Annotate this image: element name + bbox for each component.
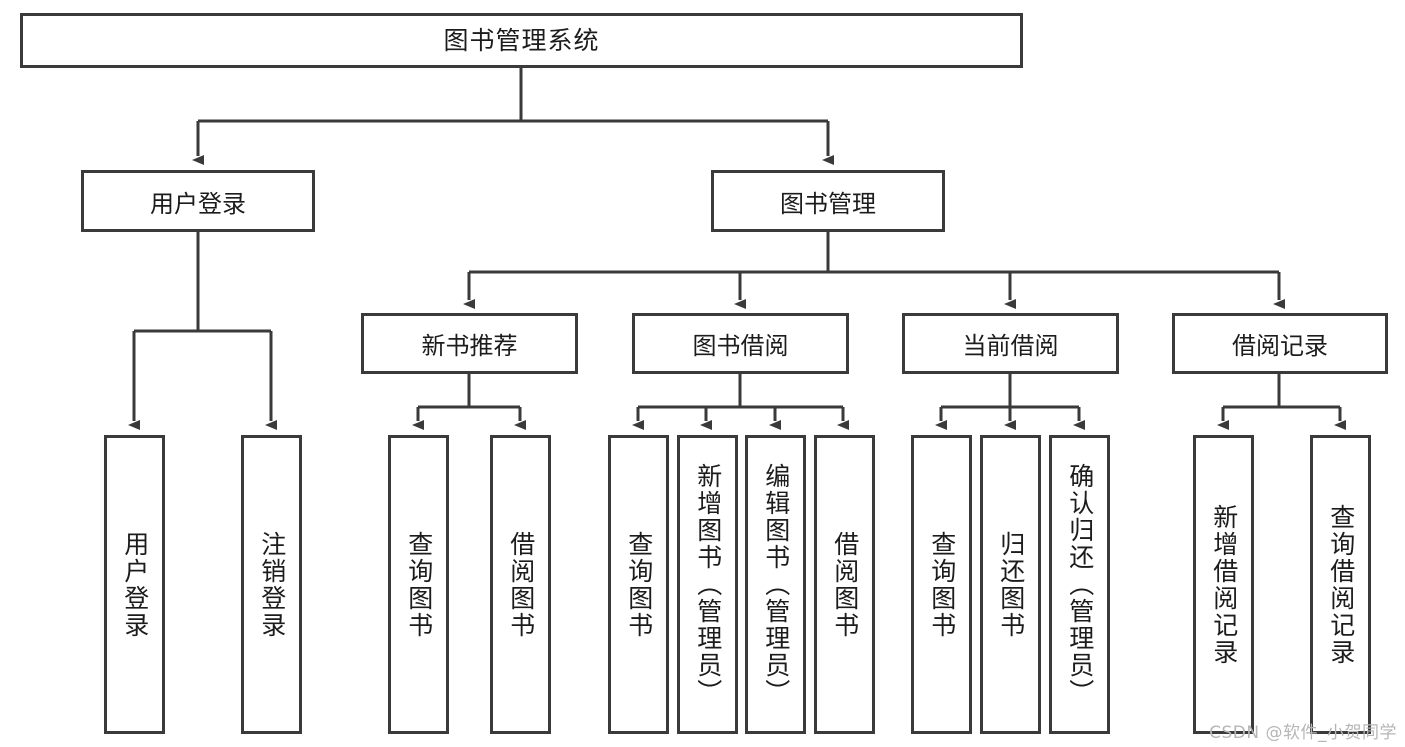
leaf-current-borrow-2[interactable]: 归还图书 (980, 435, 1041, 734)
leaf-label: 借阅图书 (506, 530, 536, 639)
node-borrow-record-label: 借阅记录 (1232, 332, 1328, 360)
node-book-manage[interactable]: 图书管理 (711, 170, 945, 232)
node-current-borrow[interactable]: 当前借阅 (902, 313, 1119, 374)
leaf-book-borrow-2[interactable]: 新增图书（管理员） (677, 435, 738, 734)
leaf-label: 查询图书 (624, 530, 654, 639)
node-book-manage-label: 图书管理 (780, 189, 876, 218)
leaf-user-login-2[interactable]: 注销登录 (241, 435, 302, 734)
leaf-label: 查询图书 (927, 530, 957, 639)
node-root-label: 图书管理系统 (443, 25, 600, 55)
node-borrow-record[interactable]: 借阅记录 (1172, 313, 1388, 374)
leaf-new-book-1[interactable]: 查询图书 (388, 435, 449, 734)
leaf-label: 确认归还（管理员） (1065, 463, 1095, 706)
leaf-book-borrow-1[interactable]: 查询图书 (608, 435, 669, 734)
leaf-label: 查询借阅记录 (1326, 503, 1356, 666)
node-root[interactable]: 图书管理系统 (20, 13, 1023, 68)
leaf-user-login-1[interactable]: 用户登录 (104, 435, 165, 734)
leaf-borrow-record-1[interactable]: 新增借阅记录 (1193, 435, 1254, 734)
node-book-borrow[interactable]: 图书借阅 (632, 313, 849, 374)
node-user-login[interactable]: 用户登录 (81, 170, 315, 232)
leaf-book-borrow-3[interactable]: 编辑图书（管理员） (745, 435, 806, 734)
leaf-label: 新增图书（管理员） (693, 463, 723, 706)
leaf-book-borrow-4[interactable]: 借阅图书 (814, 435, 875, 734)
node-new-book-recommend-label: 新书推荐 (421, 332, 518, 360)
leaf-label: 借阅图书 (830, 530, 860, 639)
leaf-label: 查询图书 (404, 530, 434, 639)
leaf-label: 归还图书 (996, 530, 1026, 639)
leaf-borrow-record-2[interactable]: 查询借阅记录 (1310, 435, 1371, 734)
node-book-borrow-label: 图书借阅 (692, 332, 789, 360)
leaf-new-book-2[interactable]: 借阅图书 (490, 435, 551, 734)
node-user-login-label: 用户登录 (150, 189, 246, 218)
leaf-current-borrow-1[interactable]: 查询图书 (911, 435, 972, 734)
leaf-label: 编辑图书（管理员） (761, 463, 791, 706)
leaf-current-borrow-3[interactable]: 确认归还（管理员） (1049, 435, 1110, 734)
leaf-label: 注销登录 (257, 530, 287, 639)
node-new-book-recommend[interactable]: 新书推荐 (361, 313, 578, 374)
leaf-label: 用户登录 (120, 530, 150, 639)
watermark: CSDN @软件_小贺同学 (1209, 723, 1397, 743)
node-current-borrow-label: 当前借阅 (962, 332, 1059, 360)
leaf-label: 新增借阅记录 (1209, 503, 1239, 666)
